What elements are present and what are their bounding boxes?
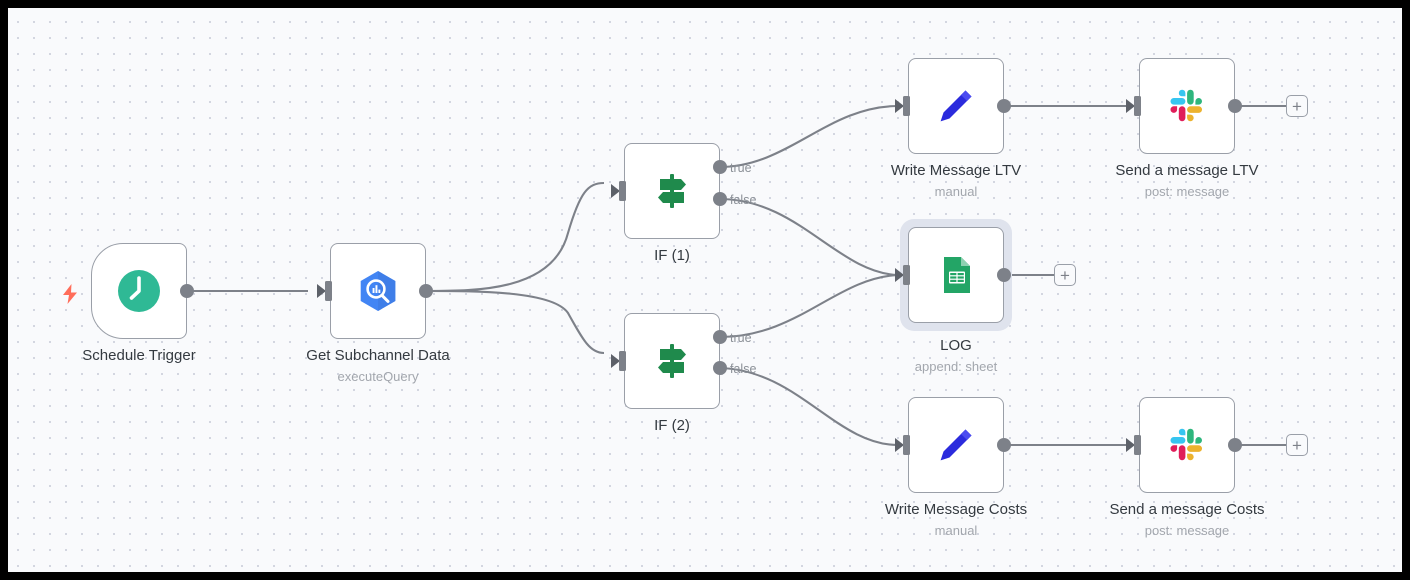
slack-icon	[1164, 83, 1210, 129]
node-write-message-ltv[interactable]: Write Message LTV manual	[891, 58, 1021, 199]
output-label-true: true	[730, 331, 752, 345]
input-arrow-icon	[1126, 99, 1135, 113]
slack-icon	[1164, 422, 1210, 468]
edge-bigquery-to-if1	[425, 181, 605, 293]
add-node-button-costs[interactable]: +	[1286, 434, 1308, 456]
output-port[interactable]	[1228, 438, 1242, 452]
node-subtitle: post: message	[1144, 184, 1230, 199]
output-port-false[interactable]	[713, 361, 727, 375]
input-port[interactable]	[1134, 96, 1141, 116]
node-title: Write Message Costs	[884, 501, 1028, 518]
node-body[interactable]	[624, 143, 720, 239]
node-log[interactable]: LOG append: sheet	[895, 219, 1012, 374]
node-body[interactable]	[908, 397, 1004, 493]
output-port[interactable]	[180, 284, 194, 298]
node-body[interactable]	[908, 227, 1004, 323]
node-body[interactable]	[1139, 58, 1235, 154]
add-node-button-log[interactable]: +	[1054, 264, 1076, 286]
node-title: IF (1)	[654, 247, 690, 264]
node-send-a-message-ltv[interactable]: Send a message LTV post: message	[1115, 58, 1259, 199]
output-label-false: false	[730, 362, 757, 376]
input-arrow-icon	[317, 284, 326, 298]
node-body[interactable]	[91, 243, 187, 339]
input-port[interactable]	[903, 435, 910, 455]
workflow-canvas[interactable]: Schedule Trigger	[8, 8, 1402, 572]
input-arrow-icon	[611, 354, 620, 368]
output-port[interactable]	[997, 99, 1011, 113]
node-title: Send a message LTV	[1115, 162, 1259, 179]
input-port[interactable]	[325, 281, 332, 301]
node-title: Get Subchannel Data	[306, 347, 450, 364]
google-sheets-icon	[934, 253, 978, 297]
signpost-icon	[649, 168, 695, 214]
node-schedule-trigger[interactable]: Schedule Trigger	[82, 243, 196, 364]
edge-if2false-to-write-costs	[719, 366, 899, 447]
node-send-a-message-costs[interactable]: Send a message Costs post: message	[1109, 397, 1265, 538]
node-subtitle: manual	[934, 523, 978, 538]
node-body[interactable]	[1139, 397, 1235, 493]
output-port-true[interactable]	[713, 160, 727, 174]
edge-bigquery-to-if2	[425, 289, 605, 355]
edge-if2true-to-log	[719, 273, 899, 339]
input-arrow-icon	[895, 268, 904, 282]
node-title: Write Message LTV	[890, 162, 1022, 179]
lightning-bolt-icon	[60, 283, 80, 305]
node-if-2[interactable]: true false IF (2)	[611, 313, 756, 434]
edge-if1true-to-write-ltv	[719, 104, 899, 169]
node-subtitle: append: sheet	[914, 359, 998, 374]
node-body[interactable]	[330, 243, 426, 339]
node-body[interactable]	[624, 313, 720, 409]
output-port[interactable]	[419, 284, 433, 298]
input-port[interactable]	[1134, 435, 1141, 455]
input-port[interactable]	[619, 181, 626, 201]
output-port-true[interactable]	[713, 330, 727, 344]
input-port[interactable]	[903, 96, 910, 116]
node-subtitle: manual	[934, 184, 978, 199]
node-title: IF (2)	[654, 417, 690, 434]
input-arrow-icon	[895, 438, 904, 452]
input-arrow-icon	[1126, 438, 1135, 452]
output-label-false: false	[730, 193, 757, 207]
output-port[interactable]	[997, 438, 1011, 452]
input-arrow-icon	[611, 184, 620, 198]
edge-if1false-to-log	[719, 197, 899, 277]
node-write-message-costs[interactable]: Write Message Costs manual	[885, 397, 1027, 538]
input-port[interactable]	[619, 351, 626, 371]
node-title: Send a message Costs	[1109, 501, 1265, 518]
node-title: Schedule Trigger	[82, 347, 196, 364]
clock-icon	[115, 267, 163, 315]
node-subtitle: executeQuery	[337, 369, 419, 384]
output-port-false[interactable]	[713, 192, 727, 206]
input-arrow-icon	[895, 99, 904, 113]
output-label-true: true	[730, 161, 752, 175]
add-node-button-ltv[interactable]: +	[1286, 95, 1308, 117]
node-title: LOG	[940, 337, 972, 354]
output-port[interactable]	[1228, 99, 1242, 113]
node-body[interactable]	[908, 58, 1004, 154]
pencil-icon	[932, 421, 980, 469]
bigquery-icon	[355, 268, 401, 314]
node-subtitle: post: message	[1144, 523, 1230, 538]
input-port[interactable]	[903, 265, 910, 285]
output-port[interactable]	[997, 268, 1011, 282]
pencil-icon	[932, 82, 980, 130]
signpost-icon	[649, 338, 695, 384]
node-get-subchannel-data[interactable]: Get Subchannel Data executeQuery	[306, 243, 450, 384]
node-if-1[interactable]: true false IF (1)	[611, 143, 756, 264]
